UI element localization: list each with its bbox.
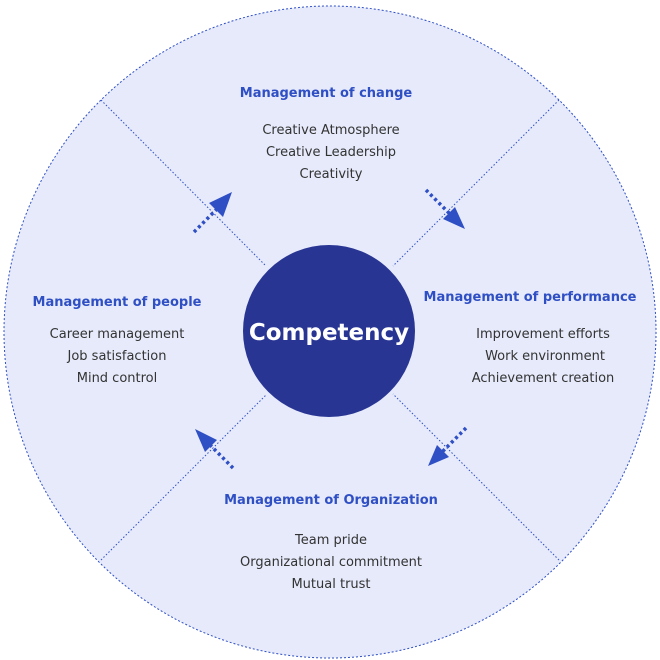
divider-line-bottom-right xyxy=(392,393,560,561)
divider-line-top-left xyxy=(100,99,266,266)
quadrant-change-item: Creativity xyxy=(300,167,363,182)
arrow-change-to-performance xyxy=(424,188,465,229)
center-circle xyxy=(243,245,415,417)
divider-line-top-right xyxy=(392,99,560,267)
quadrant-performance-item: Improvement efforts xyxy=(476,327,610,342)
quadrant-organization-item: Mutual trust xyxy=(291,577,370,592)
quadrant-change-item: Creative Leadership xyxy=(266,145,396,160)
quadrant-change-item: Creative Atmosphere xyxy=(262,123,399,138)
quadrant-change-title: Management of change xyxy=(240,86,413,101)
quadrant-people: Management of people Career management J… xyxy=(33,295,202,386)
quadrant-change: Management of change Creative Atmosphere… xyxy=(240,86,413,182)
quadrant-performance-item: Achievement creation xyxy=(472,371,615,386)
quadrant-people-item: Career management xyxy=(50,327,185,342)
arrow-performance-to-organization xyxy=(428,426,468,466)
quadrant-performance: Management of performance Improvement ef… xyxy=(424,290,637,386)
arrow-organization-to-people xyxy=(195,429,235,470)
quadrant-people-item: Mind control xyxy=(77,371,158,386)
divider-line-bottom-left xyxy=(100,394,267,561)
quadrant-performance-item: Work environment xyxy=(485,349,605,364)
quadrant-organization-item: Team pride xyxy=(294,533,367,548)
quadrant-organization-item: Organizational commitment xyxy=(240,555,422,570)
quadrant-people-item: Job satisfaction xyxy=(67,349,167,364)
quadrant-performance-title: Management of performance xyxy=(424,290,637,305)
quadrant-organization-title: Management of Organization xyxy=(224,493,438,508)
center-label: Competency xyxy=(249,320,409,346)
quadrant-people-title: Management of people xyxy=(33,295,202,310)
quadrant-organization: Management of Organization Team pride Or… xyxy=(224,493,438,592)
arrow-people-to-change xyxy=(192,192,232,234)
